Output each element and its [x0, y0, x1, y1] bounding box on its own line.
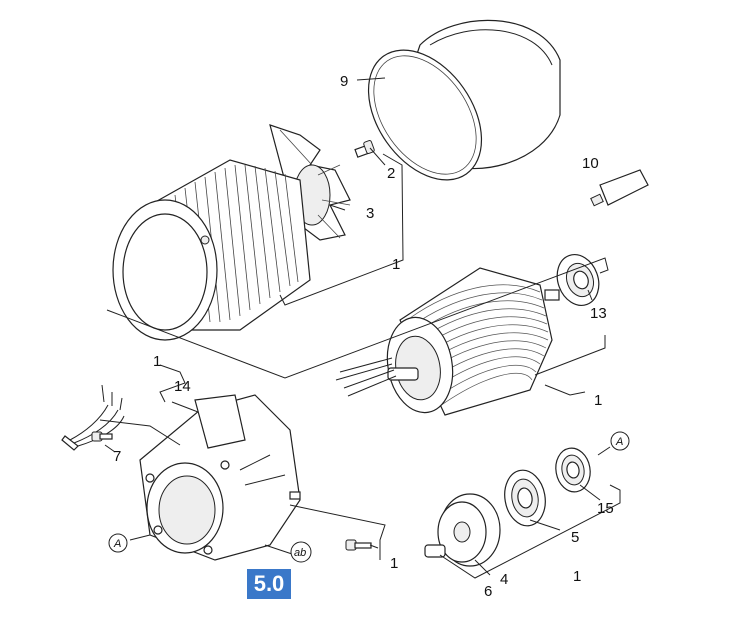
marker-ab: ab: [290, 541, 312, 563]
grease-tube: [590, 169, 649, 207]
cover-cap: [367, 19, 561, 181]
end-shield-housing: [139, 394, 301, 561]
part-label-7: 7: [113, 448, 121, 465]
page-badge: 5.0: [247, 569, 291, 599]
bearing-13: [556, 254, 600, 306]
svg-text:ab: ab: [294, 547, 306, 559]
pulley-4: [424, 493, 501, 567]
part-label-14: 14: [174, 378, 191, 395]
motor-frame: [112, 159, 311, 341]
part-label-1-bottom: 1: [573, 568, 581, 585]
part-label-4: 4: [500, 571, 508, 588]
part-label-2: 2: [387, 165, 395, 182]
part-label-5: 5: [571, 529, 579, 546]
marker-a-right: A: [610, 431, 630, 451]
svg-text:A: A: [615, 436, 623, 448]
ring-15: [555, 447, 591, 493]
screw-7: [91, 431, 113, 442]
svg-text:A: A: [113, 538, 121, 550]
part-label-6: 6: [484, 583, 492, 600]
part-label-1-rotor: 1: [594, 392, 602, 409]
part-label-1-left: 1: [153, 353, 161, 370]
part-label-15: 15: [597, 500, 614, 517]
part-label-10: 10: [582, 155, 599, 172]
leader-lines: [99, 77, 621, 579]
screw-1-small: [345, 539, 372, 551]
rotor-armature: [335, 267, 560, 416]
screw-2: [354, 140, 375, 158]
part-label-9: 9: [340, 73, 348, 90]
marker-a-left: A: [108, 533, 128, 553]
part-label-1-screw: 1: [390, 555, 398, 572]
part-label-13: 13: [590, 305, 607, 322]
part-label-3: 3: [366, 205, 374, 222]
part-label-1-fan: 1: [392, 256, 400, 273]
bearing-5: [504, 469, 546, 527]
